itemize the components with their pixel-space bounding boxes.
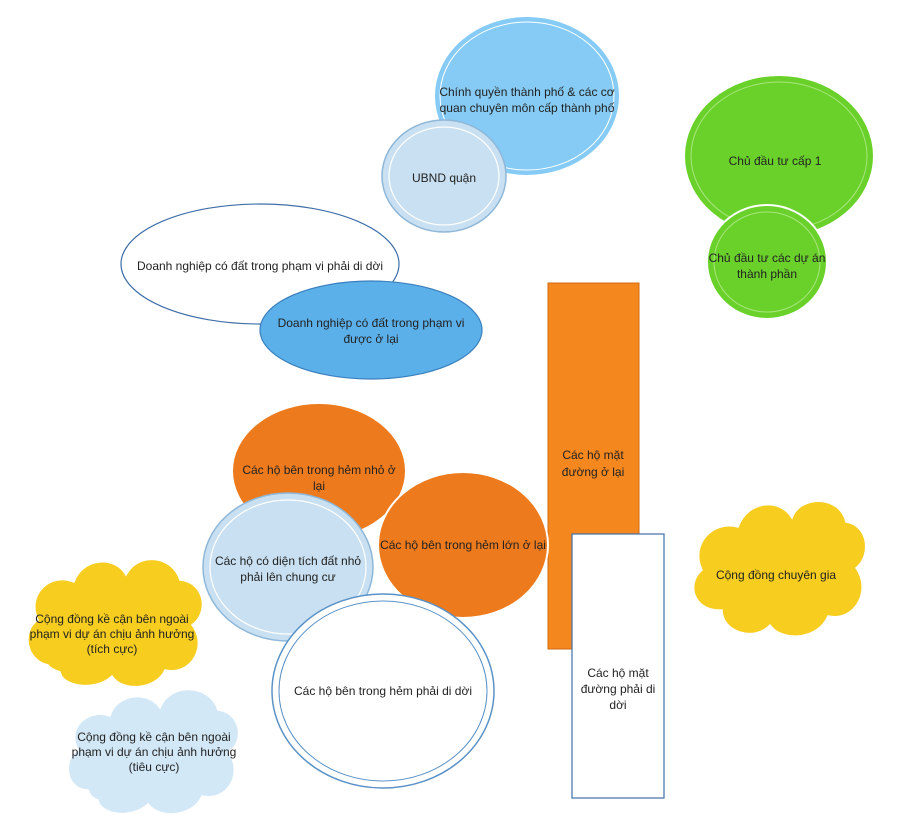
node-biz-stay-line2: được ở lại [343,332,398,346]
node-experts-label: Cộng đồng chuyên gia [716,568,836,582]
node-street-relocate-line3: dời [609,698,626,712]
node-small-alley-line2: lại [313,479,325,493]
node-investor1-label: Chủ đầu tư cấp 1 [729,154,822,168]
node-neighbors-neg-line2: phạm vi dự án chịu ảnh hưởng [72,745,237,759]
node-street-relocate-line2: đường phải di [581,682,656,696]
node-neighbors-pos-line1: Cộng đồng kề cận bên ngoài [35,612,188,626]
node-investor2-line2: thành phần [737,267,797,281]
node-neighbors-pos-line2: phạm vi dự án chịu ảnh hưởng [30,627,195,641]
node-biz-relocate-label: Doanh nghiệp có đất trong phạm vi phải d… [137,259,383,273]
node-street-relocate-line1: Các hộ mặt [587,666,649,680]
node-small-land-line2: phải lên chung cư [240,570,335,584]
node-investor-components: Chủ đầu tư các dự án thành phần [706,204,828,320]
node-small-land: Các hộ có diện tích đất nhỏ phải lên chu… [202,492,374,642]
node-neighbors-pos-line3: (tích cực) [87,642,138,656]
node-alley-relocate: Các hộ bên trong hẻm phải di dời [271,593,495,789]
node-ubnd-label: UBND quận [412,171,476,185]
node-large-alley-label: Các hộ bên trong hẻm lớn ở lại [380,538,546,552]
node-neighbors-neg-line3: (tiêu cực) [129,760,180,774]
node-biz-stay-line1: Doanh nghiệp có đất trong phạm vi [278,316,465,330]
node-city-line2: quan chuyên môn cấp thành phố [440,101,615,115]
node-investor2-line1: Chủ đầu tư các dự án [709,251,826,265]
node-street-stay-line2: đường ở lại [562,465,624,479]
node-city-line1: Chính quyền thành phố & các cơ [439,85,614,99]
node-large-alley-stay: Các hộ bên trong hẻm lớn ở lại [377,471,549,619]
node-ubnd: UBND quận [381,119,507,233]
node-neighbors-positive-cloud: Cộng đồng kề cận bên ngoài phạm vi dự án… [27,558,204,688]
node-business-stay: Doanh nghiệp có đất trong phạm vi được ở… [259,280,483,380]
node-small-land-line1: Các hộ có diện tích đất nhỏ [215,554,361,568]
node-neighbors-negative-cloud: Cộng đồng kề cận bên ngoài phạm vi dự án… [67,688,240,815]
node-experts-cloud: Cộng đồng chuyên gia [692,500,867,637]
node-alley-relocate-label: Các hộ bên trong hẻm phải di dời [294,684,472,698]
node-street-stay-line1: Các hộ mặt [562,448,624,462]
node-small-alley-line1: Các hộ bên trong hẻm nhỏ ở [242,463,395,477]
node-neighbors-neg-line1: Cộng đồng kề cận bên ngoài [77,730,230,744]
node-street-relocate: Các hộ mặt đường phải di dời [571,533,665,799]
